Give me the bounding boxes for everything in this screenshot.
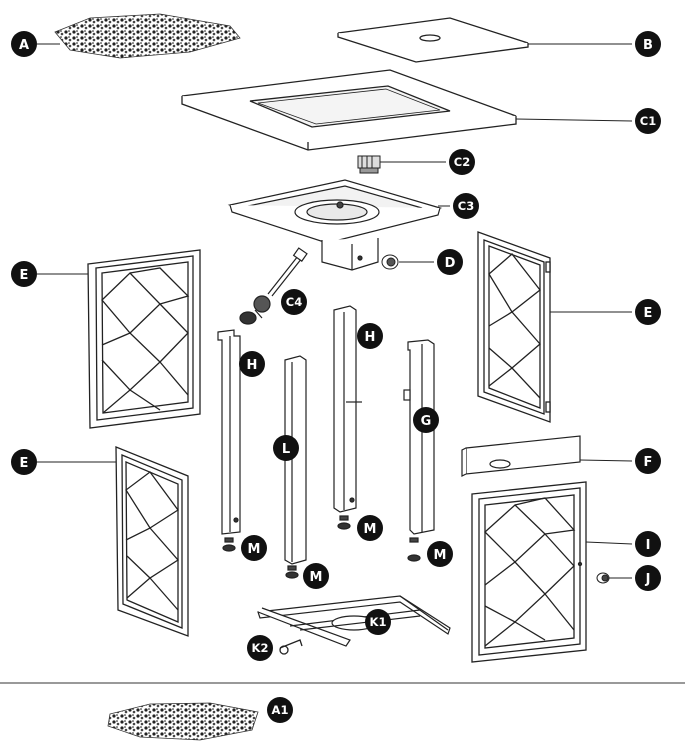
lava-rock-bottom <box>107 702 259 741</box>
side-panel-left-upper <box>87 249 201 429</box>
label-d: D <box>437 249 463 275</box>
label-h-left: H <box>239 351 265 377</box>
svg-text:L: L <box>282 442 290 457</box>
svg-text:M: M <box>310 570 323 585</box>
label-m-l-post: M <box>303 563 329 589</box>
svg-text:A1: A1 <box>272 703 289 717</box>
label-a: A <box>11 31 37 57</box>
lid-part <box>337 17 529 63</box>
burner-tray-part <box>227 179 443 271</box>
svg-text:C2: C2 <box>454 155 470 169</box>
label-g: G <box>413 407 439 433</box>
lava-rock-top <box>54 13 241 59</box>
base-frame-part <box>257 595 451 647</box>
svg-text:H: H <box>365 330 376 345</box>
svg-text:C1: C1 <box>640 114 656 128</box>
callout-labels: A B C1 C2 C3 D E C4 <box>11 31 661 723</box>
leader-lines <box>37 43 633 579</box>
svg-text:M: M <box>248 542 261 557</box>
leg-post-h-left <box>217 329 241 552</box>
igniter-bracket-part <box>357 155 381 174</box>
label-c2: C2 <box>449 149 475 175</box>
label-f: F <box>635 448 661 474</box>
label-k1: K1 <box>365 609 391 635</box>
label-m-right: M <box>427 541 453 567</box>
leg-post-h-center <box>333 305 362 530</box>
label-c3: C3 <box>453 193 479 219</box>
svg-text:D: D <box>445 256 456 271</box>
svg-text:M: M <box>364 522 377 537</box>
label-m-center: M <box>357 515 383 541</box>
svg-text:H: H <box>247 358 258 373</box>
svg-text:B: B <box>643 38 653 53</box>
front-plate-part <box>461 435 581 477</box>
svg-text:I: I <box>646 538 651 553</box>
side-panel-left-lower <box>115 446 189 637</box>
leg-post-l <box>284 355 307 579</box>
table-top-part <box>181 69 517 151</box>
svg-text:A: A <box>19 38 29 53</box>
label-e-left-lower: E <box>11 449 37 475</box>
label-m-left: M <box>241 535 267 561</box>
svg-text:C4: C4 <box>286 295 302 309</box>
svg-text:C3: C3 <box>458 199 474 213</box>
label-k2: K2 <box>247 635 273 661</box>
label-h-center: H <box>357 323 383 349</box>
svg-text:K1: K1 <box>370 615 387 629</box>
svg-text:M: M <box>434 548 447 563</box>
side-panel-right-upper <box>477 231 551 423</box>
label-c1: C1 <box>635 108 661 134</box>
label-e-left-upper: E <box>11 261 37 287</box>
label-e-right: E <box>635 299 661 325</box>
label-a1: A1 <box>267 697 293 723</box>
svg-text:F: F <box>644 455 653 470</box>
svg-text:G: G <box>421 414 432 429</box>
label-i: I <box>635 531 661 557</box>
svg-text:E: E <box>20 456 29 471</box>
svg-text:E: E <box>644 306 653 321</box>
knob-j-part <box>596 572 610 584</box>
label-l: L <box>273 435 299 461</box>
label-c4: C4 <box>281 289 307 315</box>
label-j: J <box>635 565 661 591</box>
svg-text:K2: K2 <box>252 641 269 655</box>
leg-post-g <box>403 339 435 562</box>
svg-text:E: E <box>20 268 29 283</box>
control-knob-part <box>381 254 399 270</box>
svg-text:J: J <box>645 572 651 587</box>
front-panel-i <box>471 481 587 663</box>
hook-k2-part <box>279 639 303 655</box>
gas-hose-part <box>239 247 308 325</box>
label-b: B <box>635 31 661 57</box>
